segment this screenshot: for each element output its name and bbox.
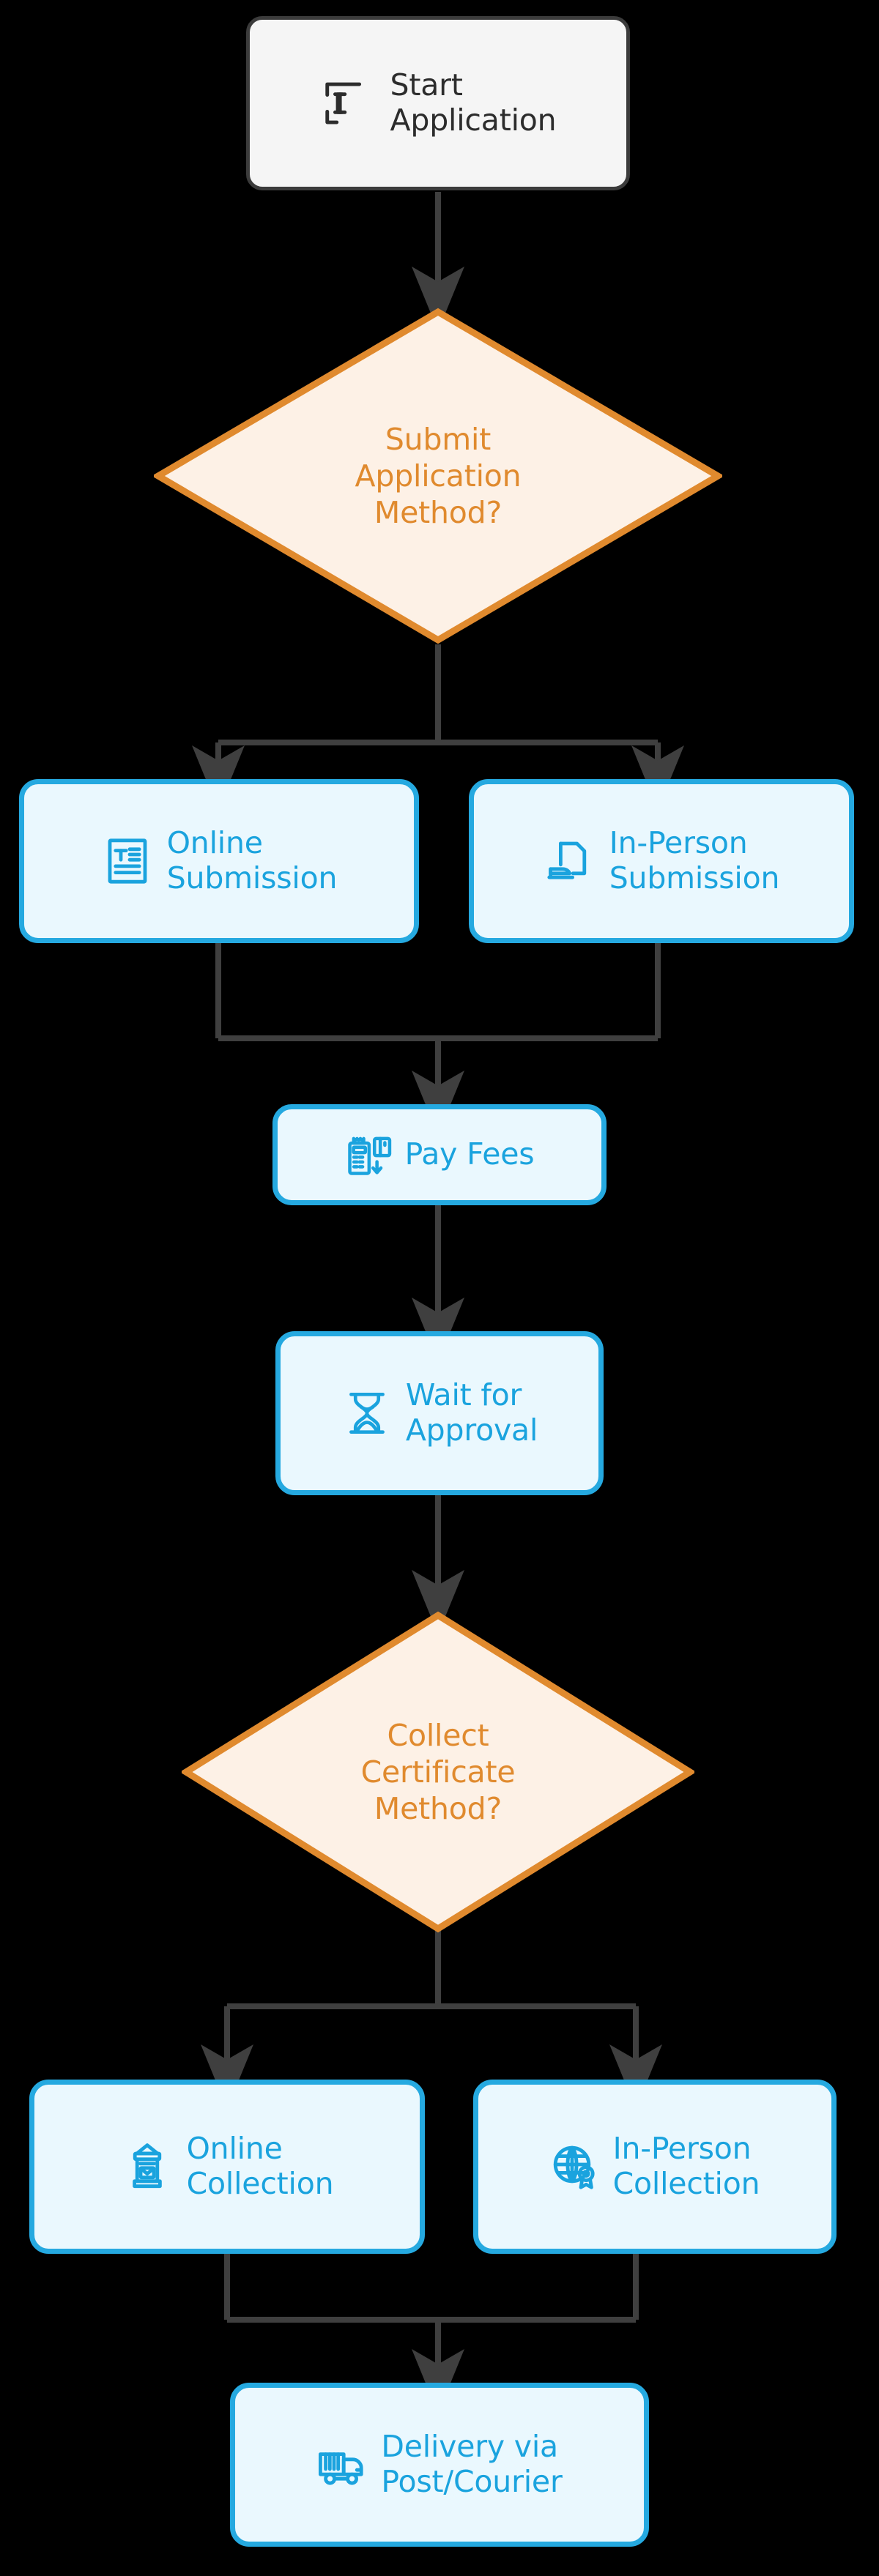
text-input-cursor-icon — [320, 75, 377, 132]
node-wait-for-approval-label: Wait for Approval — [405, 1377, 538, 1448]
node-in-person-submission-label: In-Person Submission — [609, 825, 780, 896]
mailbox-icon — [121, 2140, 174, 2193]
node-pay-fees-label: Pay Fees — [404, 1136, 535, 1172]
decision-diamond-shape — [154, 308, 722, 644]
delivery-truck-icon — [316, 2438, 369, 2491]
node-start-application-label: Start Application — [390, 67, 557, 138]
node-online-submission[interactable]: Online Submission — [19, 779, 419, 943]
node-pay-fees[interactable]: Pay Fees — [272, 1104, 607, 1205]
node-in-person-submission[interactable]: In-Person Submission — [469, 779, 854, 943]
node-online-collection-label: Online Collection — [186, 2131, 334, 2201]
node-submit-application-method[interactable]: Submit Application Method? — [154, 308, 722, 644]
globe-certificate-icon — [550, 2140, 603, 2193]
node-collect-certificate-method-label: Collect Certificate Method? — [360, 1717, 516, 1826]
document-text-icon — [101, 835, 154, 887]
decision-diamond-shape — [182, 1611, 694, 1933]
node-submit-application-method-label: Submit Application Method? — [355, 421, 522, 530]
hand-deliver-document-icon — [544, 835, 596, 887]
node-online-collection[interactable]: Online Collection — [29, 2080, 425, 2254]
node-start-application[interactable]: Start Application — [246, 16, 630, 190]
node-delivery-via-post-courier-label: Delivery via Post/Courier — [381, 2429, 563, 2499]
node-delivery-via-post-courier[interactable]: Delivery via Post/Courier — [230, 2383, 649, 2547]
card-payment-terminal-icon — [345, 1130, 395, 1180]
node-in-person-collection-label: In-Person Collection — [612, 2131, 760, 2201]
node-online-submission-label: Online Submission — [166, 825, 338, 896]
hourglass-icon — [341, 1388, 393, 1439]
node-wait-for-approval[interactable]: Wait for Approval — [275, 1331, 604, 1495]
node-in-person-collection[interactable]: In-Person Collection — [473, 2080, 837, 2254]
node-collect-certificate-method[interactable]: Collect Certificate Method? — [182, 1611, 694, 1933]
